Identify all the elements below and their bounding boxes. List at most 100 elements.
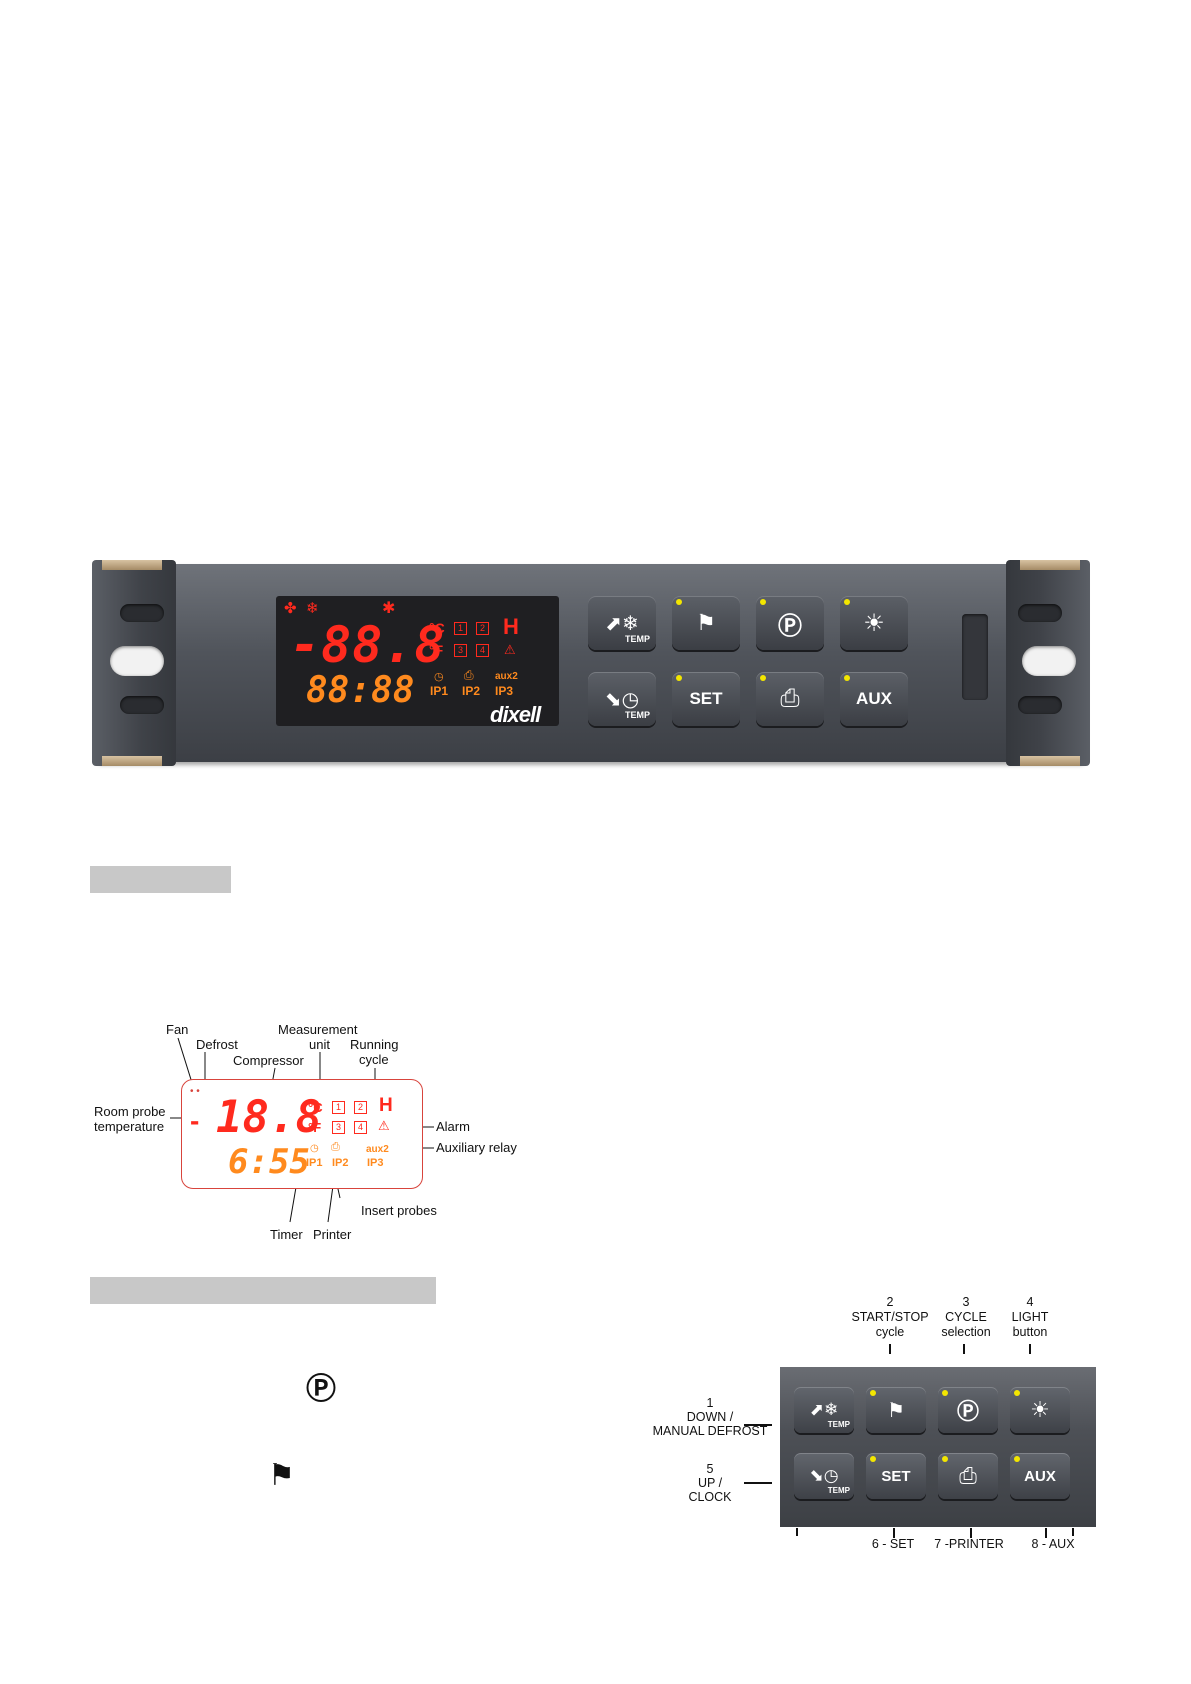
button-led: [942, 1390, 948, 1396]
unit-fahrenheit: °F: [308, 1120, 322, 1135]
button-led: [1014, 1456, 1020, 1462]
mount-hole: [1022, 646, 1076, 676]
cycle-p-icon: Ⓟ: [778, 612, 802, 640]
probe-ip2: IP2: [462, 684, 481, 698]
key-8-label: 8 - AUX: [1031, 1537, 1075, 1551]
probe-ip2: IP2: [332, 1157, 349, 1169]
right-mount-bracket: [1006, 560, 1090, 766]
key-6-set-button[interactable]: SET: [866, 1453, 926, 1499]
cycle-box-4: 4: [354, 1121, 367, 1134]
cycle-selection-button[interactable]: Ⓟ: [756, 596, 824, 650]
key-7-printer-button[interactable]: ⎙: [938, 1453, 998, 1499]
aux-button[interactable]: AUX: [840, 672, 908, 726]
button-led: [1014, 1390, 1020, 1396]
start-stop-flag-icon: ⚑: [887, 1399, 905, 1422]
hold-indicator: H: [379, 1095, 393, 1116]
timer-icon: ◷: [434, 671, 444, 683]
key-2-start-stop-button[interactable]: ⚑: [866, 1387, 926, 1433]
button-led: [870, 1456, 876, 1462]
cycle-p-icon: Ⓟ: [956, 1399, 979, 1424]
compressor-icon: ✱: [382, 600, 396, 617]
key-2-number: 2: [886, 1295, 894, 1309]
probe-ip3: IP3: [367, 1157, 384, 1169]
tick: [963, 1344, 965, 1354]
temp-label: TEMP: [624, 634, 650, 644]
key-5-label-sub: CLOCK: [688, 1490, 732, 1504]
label-fan: Fan: [166, 1022, 189, 1037]
hold-indicator: H: [503, 614, 519, 639]
label-unit: unit: [309, 1037, 330, 1052]
tick: [1045, 1528, 1047, 1538]
down-clock-button[interactable]: ⬊◷ TEMP: [588, 672, 656, 726]
up-defrost-button[interactable]: ⬈❄ TEMP: [588, 596, 656, 650]
key-3-label: CYCLE: [945, 1310, 987, 1324]
probe-ip1: IP1: [306, 1157, 323, 1169]
key-5-label: UP /: [697, 1476, 723, 1490]
key-4-label: LIGHT: [1011, 1310, 1049, 1324]
label-compressor: Compressor: [233, 1053, 304, 1068]
tick: [889, 1344, 891, 1354]
side-slot: [962, 614, 988, 700]
aux2-indicator: aux2: [366, 1144, 389, 1155]
light-bulb-icon: ☀: [1030, 1397, 1050, 1422]
label-timer: Timer: [270, 1227, 303, 1242]
cycle-box-4: 4: [476, 644, 489, 657]
mount-slot: [1018, 604, 1062, 622]
keypad-panel: ⬈❄ TEMP ⚑ Ⓟ ☀ ⬊◷ TEMP SET ⎙ AUX: [780, 1367, 1096, 1527]
mount-slot: [1018, 696, 1062, 714]
key-1-label-sub: MANUAL DEFROST: [652, 1424, 768, 1438]
controller-front-panel: ✤ ❄ ✱ -88.8 °C °F 1 2 3 4 H ⚠ 88:88 ◷ IP…: [92, 560, 1090, 766]
mount-clip: [1020, 560, 1080, 570]
aux2-indicator: aux2: [495, 671, 518, 682]
button-led: [760, 675, 766, 681]
left-mount-bracket: [92, 560, 176, 766]
button-led: [942, 1456, 948, 1462]
key-4-label-sub: button: [1012, 1325, 1048, 1339]
brand-logo: dixell: [490, 702, 541, 727]
tick: [796, 1528, 798, 1536]
arrow-up-defrost-icon: ⬈❄: [605, 612, 639, 635]
light-bulb-icon: ☀: [863, 609, 885, 637]
key-3-cycle-selection-button[interactable]: Ⓟ: [938, 1387, 998, 1433]
cycle-box-2: 2: [354, 1101, 367, 1114]
controller-display: ✤ ❄ ✱ -88.8 °C °F 1 2 3 4 H ⚠ 88:88 ◷ IP…: [276, 596, 559, 727]
alarm-icon: ⚠: [504, 642, 516, 657]
printer-icon: ⎙: [464, 668, 474, 682]
cycle-selection-p-icon: Ⓟ: [306, 1373, 336, 1406]
set-button[interactable]: SET: [672, 672, 740, 726]
minus-sign: -: [190, 1105, 200, 1136]
temp-label: TEMP: [827, 1420, 850, 1429]
key-1-down-defrost-button[interactable]: ⬈❄ TEMP: [794, 1387, 854, 1433]
aux-label: AUX: [1024, 1467, 1056, 1485]
tick: [1029, 1344, 1031, 1354]
room-temperature-readout: 18.8: [216, 1092, 322, 1143]
printer-icon: ⎙: [959, 1463, 977, 1488]
tick: [744, 1424, 772, 1426]
key-4-light-button[interactable]: ☀: [1010, 1387, 1070, 1433]
label-cycle: cycle: [359, 1052, 389, 1067]
probe-ip1: IP1: [430, 684, 449, 698]
main-temperature-readout: -88.8: [290, 616, 446, 674]
tick: [893, 1528, 895, 1538]
time-readout: 6:55: [228, 1142, 310, 1182]
section-header-bar: [90, 1277, 436, 1304]
label-auxiliary-relay: Auxiliary relay: [436, 1140, 517, 1155]
tick: [970, 1528, 972, 1538]
mount-hole: [110, 646, 164, 676]
probe-ip3: IP3: [495, 684, 514, 698]
printer-button[interactable]: ⎙: [756, 672, 824, 726]
label-room-probe: Room probe: [94, 1104, 166, 1119]
cycle-box-3: 3: [454, 644, 467, 657]
cycle-box-2: 2: [476, 622, 489, 635]
key-5-up-clock-button[interactable]: ⬊◷ TEMP: [794, 1453, 854, 1499]
label-alarm: Alarm: [436, 1119, 470, 1134]
timer-icon: ◷: [310, 1143, 319, 1154]
key-8-aux-button[interactable]: AUX: [1010, 1453, 1070, 1499]
key-3-label-sub: selection: [941, 1325, 991, 1339]
set-label: SET: [881, 1467, 911, 1485]
button-led: [676, 599, 682, 605]
light-button[interactable]: ☀: [840, 596, 908, 650]
label-defrost: Defrost: [196, 1037, 238, 1052]
clock-readout: 88:88: [306, 670, 415, 711]
start-stop-cycle-button[interactable]: ⚑: [672, 596, 740, 650]
